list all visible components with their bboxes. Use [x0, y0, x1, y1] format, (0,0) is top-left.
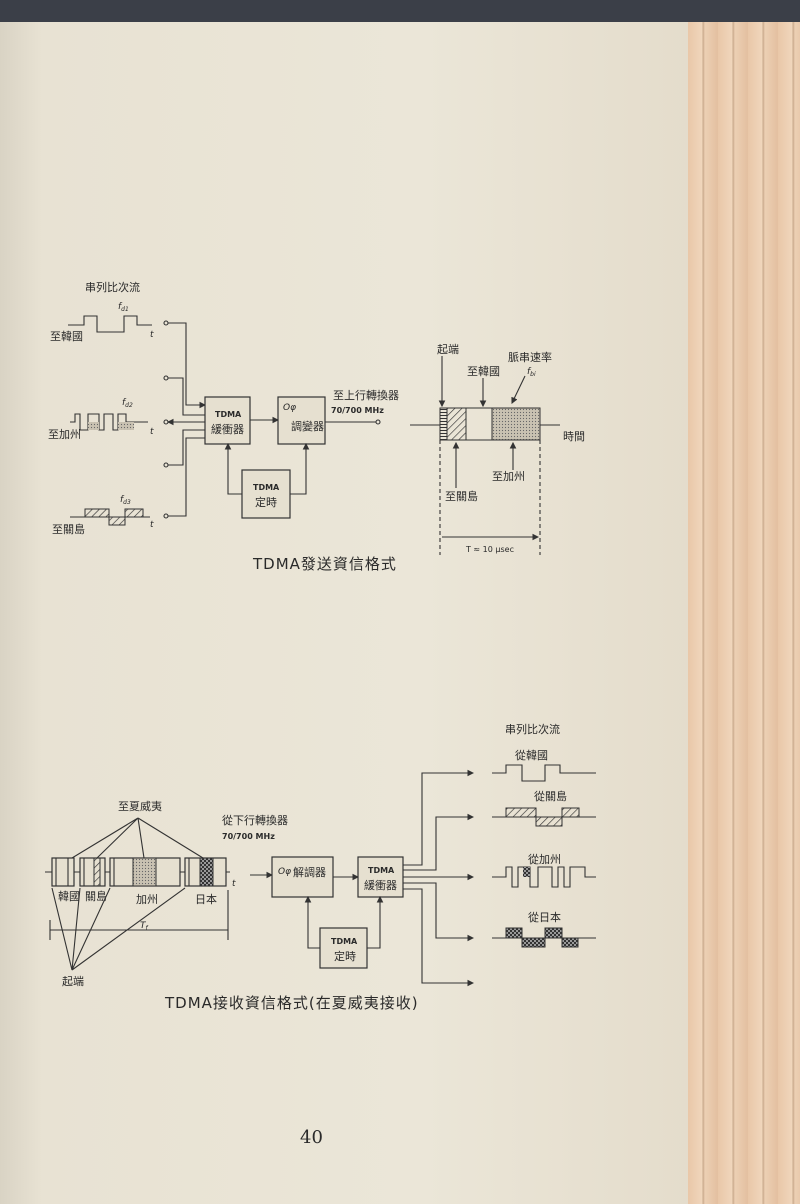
stream-title: 串列比次流	[85, 280, 140, 294]
waveform-korea: fd1 t 至韓國	[50, 302, 154, 343]
modulator-box	[277, 396, 326, 445]
page-edges	[688, 22, 800, 1204]
start-label: 起端	[437, 343, 459, 356]
tdma-buffer-box	[204, 396, 251, 445]
t-axis: t	[232, 879, 236, 889]
buffer-label: 緩衝器	[364, 878, 397, 892]
time-label: 時間	[563, 430, 585, 443]
period-label: T ≈ 10 μsec	[465, 545, 514, 554]
stream-label: 至加州	[48, 428, 81, 441]
rate-label: fd1	[118, 302, 129, 313]
stream-label: 從加州	[528, 853, 561, 866]
t-axis: t	[150, 520, 154, 530]
transmit-frame: 起端 至韓國 脈串速率 fbi 時間 至關島 至加州 T ≈ 10 μsec	[410, 343, 585, 555]
demodulator-label: 解調器	[293, 865, 326, 879]
waveform-guam: fd3 t 至關島	[52, 495, 154, 536]
stream-label: 至韓國	[50, 330, 83, 343]
output-freq: 70/700 MHz	[331, 406, 384, 415]
to-hawaii-label: 至夏威夷	[118, 800, 162, 813]
stream-label: 從關島	[534, 789, 567, 803]
waveform-from-california: 從加州	[492, 853, 596, 888]
buffer-label: 緩衝器	[211, 422, 244, 436]
t-axis: t	[150, 427, 154, 437]
transmit-diagram: 串列比次流 fd1 t 至韓國 fd2 t 至加州 fd3 t 至關島	[48, 280, 585, 573]
output-lines	[403, 769, 475, 987]
input-label: 從下行轉換器	[222, 814, 288, 827]
output-label: 至上行轉換器	[333, 389, 399, 402]
california-label: 至加州	[492, 470, 525, 483]
t-axis: t	[150, 330, 154, 340]
receive-caption: TDMA接收資信格式(在夏威夷接收)	[164, 994, 419, 1012]
input-freq: 70/700 MHz	[222, 832, 275, 841]
timing-label: TDMA	[331, 937, 358, 946]
modulator-label: 調變器	[291, 419, 324, 433]
frame-period-label: Tf	[140, 921, 149, 932]
modulator-label: Oφ	[283, 403, 296, 413]
timing-box	[241, 469, 291, 519]
guam-label: 至關島	[445, 489, 478, 503]
timing-label: TDMA	[253, 483, 280, 492]
burst-label: 加州	[136, 893, 158, 906]
timing-label: 定時	[255, 495, 277, 509]
waveform-from-guam: 從關島	[492, 789, 596, 827]
burst-rate-label: 脈串速率	[508, 350, 552, 364]
burst-guam	[79, 857, 106, 887]
buffer-label: TDMA	[215, 410, 242, 419]
korea-label: 至韓國	[467, 365, 500, 378]
stream-label: 從日本	[528, 910, 561, 924]
burst-label: 日本	[195, 892, 217, 906]
transmit-caption: TDMA發送資信格式	[252, 555, 397, 573]
demodulator-label: Oφ	[278, 867, 291, 877]
input-lines	[163, 320, 207, 519]
rate-label: fd2	[122, 398, 133, 409]
stream-label: 至關島	[52, 522, 85, 536]
burst-california	[109, 857, 181, 887]
buffer-label: TDMA	[368, 866, 395, 875]
waveform-from-korea: 從韓國	[492, 749, 596, 782]
burst-japan	[184, 857, 227, 887]
book-page	[0, 22, 700, 1204]
burst-label: 關島	[85, 889, 107, 903]
waveform-from-japan: 從日本	[492, 910, 596, 948]
waveform-california: fd2 t 至加州	[48, 398, 154, 441]
burst-label: 韓國	[58, 890, 80, 903]
burst-korea	[51, 857, 75, 887]
rate-label: fd3	[120, 495, 131, 506]
burst-rate-symbol: fbi	[527, 367, 536, 378]
receive-diagram: 至夏威夷 韓國 關島 加州 日本 t Tf 起端 從下行轉換器 70/700 M…	[45, 722, 596, 1012]
page-number: 40	[300, 1127, 323, 1148]
stream-label: 從韓國	[515, 749, 548, 762]
stream-title: 串列比次流	[505, 722, 560, 736]
timing-label: 定時	[334, 949, 356, 963]
start-label: 起端	[62, 975, 84, 988]
